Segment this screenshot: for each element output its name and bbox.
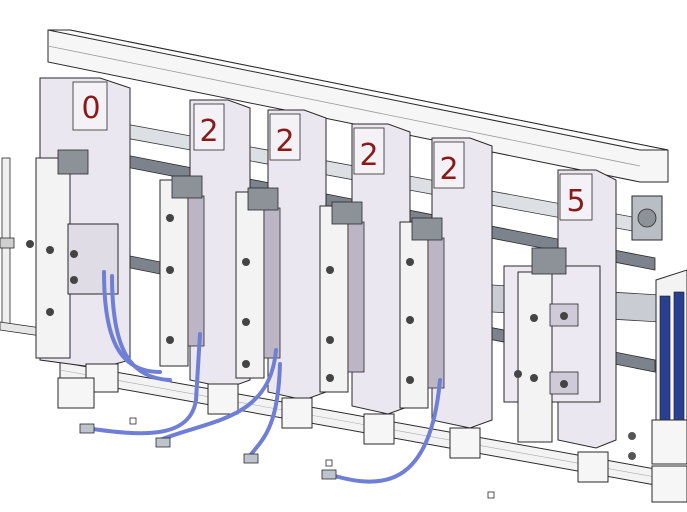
plate-label-5: 5 [566, 184, 585, 219]
station-0 [26, 77, 131, 409]
plate-label-2: 2 [275, 124, 294, 159]
hose-6 [326, 378, 442, 484]
pneumatic-hoses [79, 270, 442, 484]
station-5 [503, 169, 617, 483]
hose-1 [102, 270, 162, 374]
station-2b [235, 109, 327, 429]
floor-markers [129, 417, 495, 499]
right-end-bracket [628, 195, 687, 503]
plate-label-1: 2 [199, 114, 218, 149]
top-frame-bar [47, 29, 669, 183]
plate-label-0: 0 [81, 91, 100, 126]
plate-labels: 0 2 2 2 2 5 [81, 91, 585, 219]
hose-3 [84, 332, 202, 436]
station-2d [399, 137, 493, 459]
plate-label-4: 2 [439, 152, 458, 187]
plate-label-3: 2 [359, 138, 378, 173]
hose-4 [158, 348, 278, 442]
station-2a [159, 99, 251, 415]
hose-5 [246, 362, 282, 460]
station-2c [319, 123, 411, 445]
hose-2 [110, 274, 172, 382]
